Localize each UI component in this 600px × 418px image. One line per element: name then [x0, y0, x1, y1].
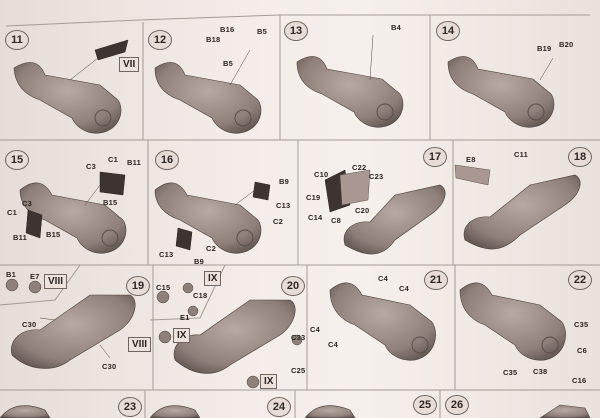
step-number-26: 26 [445, 395, 469, 415]
part-label: B15 [46, 230, 61, 239]
part-label: C18 [193, 291, 208, 300]
part-label: C3 [86, 162, 96, 171]
part-label: E8 [466, 155, 476, 164]
part-label: B11 [127, 158, 141, 167]
part-label: C2 [206, 244, 216, 253]
part-label: C20 [355, 206, 370, 215]
part-label: C4 [328, 340, 338, 349]
part-label: C19 [306, 193, 321, 202]
part-label: E7 [30, 272, 40, 281]
part-label: C30 [102, 362, 117, 371]
part-label: C3 [22, 199, 32, 208]
part-label: C23 [369, 172, 384, 181]
part-label: B9 [194, 257, 204, 266]
part-label: C4 [399, 284, 409, 293]
part-label: B5 [257, 27, 267, 36]
part-label: C15 [156, 283, 171, 292]
part-label: B20 [559, 40, 574, 49]
part-label: C35 [503, 368, 518, 377]
part-label: C33 [291, 333, 306, 342]
part-label: C11 [514, 150, 528, 159]
sprue-ref-viii: VIII [44, 274, 68, 289]
part-label: C8 [331, 216, 341, 225]
part-label: B4 [391, 23, 401, 32]
step-number-25: 25 [413, 395, 437, 415]
part-label: C4 [378, 274, 388, 283]
part-label: B19 [537, 44, 552, 53]
step-number-14: 14 [436, 21, 460, 41]
part-label: C2 [273, 217, 283, 226]
part-label: B1 [6, 270, 16, 279]
part-label: E1 [180, 313, 190, 322]
part-label: C22 [352, 163, 367, 172]
sprue-ref-viii: VIII [128, 337, 152, 352]
step-number-21: 21 [424, 270, 448, 290]
part-label: C25 [291, 366, 306, 375]
sprue-ref-ix: IX [260, 374, 278, 389]
part-label: C38 [533, 367, 548, 376]
sprue-ref-ix: IX [173, 328, 191, 343]
part-label: C30 [22, 320, 37, 329]
part-label: C13 [276, 201, 291, 210]
step-number-18: 18 [568, 147, 592, 167]
part-label: C6 [577, 346, 587, 355]
part-label: C1 [7, 208, 17, 217]
step-number-15: 15 [5, 150, 29, 170]
sprue-ref-vii: VII [119, 57, 140, 72]
part-label: C16 [572, 376, 587, 385]
step-number-17: 17 [423, 147, 447, 167]
part-label: C14 [308, 213, 323, 222]
part-label: C13 [159, 250, 174, 259]
step-number-16: 16 [155, 150, 179, 170]
part-label: B5 [223, 59, 233, 68]
step-number-24: 24 [267, 397, 291, 417]
part-label: B18 [206, 35, 221, 44]
part-label: B11 [13, 233, 27, 242]
part-label: C35 [574, 320, 589, 329]
step-number-22: 22 [568, 270, 592, 290]
sprue-ref-ix: IX [204, 271, 222, 286]
step-number-19: 19 [126, 276, 150, 296]
step-number-20: 20 [281, 276, 305, 296]
part-label: C4 [310, 325, 320, 334]
step-number-13: 13 [284, 21, 308, 41]
part-label: B16 [220, 25, 235, 34]
step-number-11: 11 [5, 30, 29, 50]
step-number-23: 23 [118, 397, 142, 417]
part-label: C1 [108, 155, 118, 164]
part-label: C10 [314, 170, 329, 179]
step-number-12: 12 [148, 30, 172, 50]
part-label: B15 [103, 198, 118, 207]
part-label: B9 [279, 177, 289, 186]
